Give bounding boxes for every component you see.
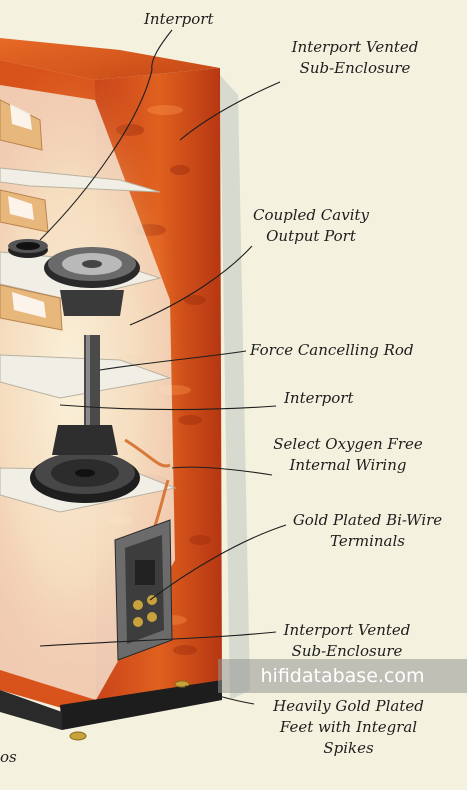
leader-interport-mid bbox=[59, 404, 277, 411]
leader-wiring bbox=[171, 466, 273, 476]
cabinet-plinth bbox=[60, 680, 222, 730]
leader-coupled-cavity bbox=[129, 245, 253, 326]
terminal-plate bbox=[114, 519, 173, 661]
label-sub-enclosure-top: Interport Vented Sub-Enclosure bbox=[291, 38, 419, 77]
label-coupled-cavity: Coupled Cavity Output Port bbox=[252, 206, 369, 245]
acoustic-wadding bbox=[0, 99, 63, 331]
watermark: hifidatabase.com bbox=[218, 659, 467, 693]
force-cancelling-rod bbox=[84, 335, 100, 425]
label-force-cancelling-rod: Force Cancelling Rod bbox=[250, 341, 414, 359]
gold-feet bbox=[69, 680, 190, 741]
label-interport-top: Interport bbox=[144, 10, 214, 28]
label-internal-wiring: Select Oxygen Free Internal Wiring bbox=[273, 435, 423, 474]
midrange-driver bbox=[44, 247, 140, 316]
leader-force-rod bbox=[99, 350, 247, 371]
label-sub-enclosure-bottom: Interport Vented Sub-Enclosure bbox=[283, 621, 411, 660]
leader-interport-top bbox=[39, 29, 173, 241]
leader-terminals bbox=[149, 524, 287, 601]
leader-feet bbox=[184, 685, 255, 705]
cabinet-shadow bbox=[220, 75, 250, 700]
edge-text-fragment: os bbox=[0, 748, 17, 766]
leader-lines bbox=[39, 29, 287, 705]
interport-port bbox=[8, 239, 48, 258]
leader-sub-enclosure-bottom bbox=[39, 631, 277, 647]
bass-driver bbox=[30, 425, 140, 503]
label-gold-feet: Heavily Gold Plated Feet with Integral S… bbox=[273, 697, 424, 757]
label-interport-mid: Interport bbox=[284, 389, 354, 407]
leader-sub-enclosure-top bbox=[179, 81, 281, 141]
label-bi-wire-terminals: Gold Plated Bi-Wire Terminals bbox=[292, 511, 443, 550]
